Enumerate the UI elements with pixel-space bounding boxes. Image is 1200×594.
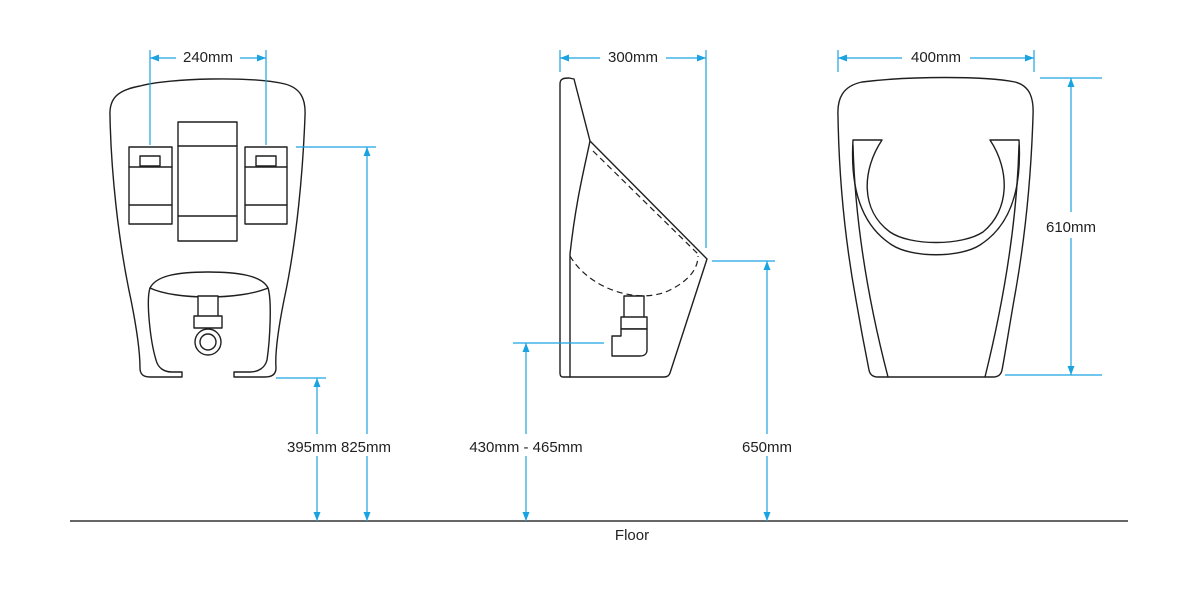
bowl-opening-outer [851, 139, 1021, 256]
dimension-240mm: 240mm [149, 49, 267, 145]
front-view-outline [109, 78, 306, 378]
dimension-825mm-label: 825mm [341, 439, 391, 456]
right-fixing-bracket [244, 146, 288, 225]
side-bowl-inner-dashed [592, 150, 699, 255]
left-fixing-slot [139, 155, 161, 167]
bowl-side-right [984, 144, 1020, 378]
center-panel [177, 121, 238, 242]
dimension-650mm-label: 650mm [742, 439, 792, 456]
bowl-view [837, 76, 1034, 378]
front-waste-pipe [197, 295, 219, 319]
dimension-395mm: 395mm [276, 377, 337, 521]
bowl-view-outline [837, 76, 1034, 378]
dimension-610mm-label: 610mm [1046, 219, 1096, 236]
floor-label: Floor [615, 527, 649, 544]
side-view-outline [559, 77, 708, 378]
dimension-430-465mm: 430mm - 465mm [469, 342, 604, 521]
front-waste-outlet-inner [199, 333, 217, 351]
dimension-650mm: 650mm [712, 260, 792, 521]
dimension-240mm-label: 240mm [183, 49, 233, 66]
dimension-400mm-label: 400mm [911, 49, 961, 66]
dimension-395mm-label: 395mm [287, 439, 337, 456]
front-waste-outlet-outer [194, 328, 222, 356]
front-view [109, 78, 306, 378]
dimension-300mm-label: 300mm [608, 49, 658, 66]
side-bowl-front [569, 140, 591, 378]
front-waste-collar [193, 315, 223, 329]
dimension-400mm: 400mm [837, 49, 1035, 72]
side-waste-trap [611, 328, 648, 357]
side-waste-pipe [623, 295, 645, 319]
dimension-430-465mm-label: 430mm - 465mm [469, 439, 582, 456]
right-fixing-slot [255, 155, 277, 167]
side-bowl-curve-dashed [569, 255, 699, 297]
left-fixing-bracket [128, 146, 173, 225]
dimension-610mm: 610mm [1005, 77, 1102, 376]
bowl-side-left [852, 144, 889, 378]
side-view [559, 77, 708, 378]
side-waste-collar [620, 316, 648, 330]
dimension-300mm: 300mm [559, 49, 707, 248]
dimension-825mm: 825mm [296, 146, 397, 521]
